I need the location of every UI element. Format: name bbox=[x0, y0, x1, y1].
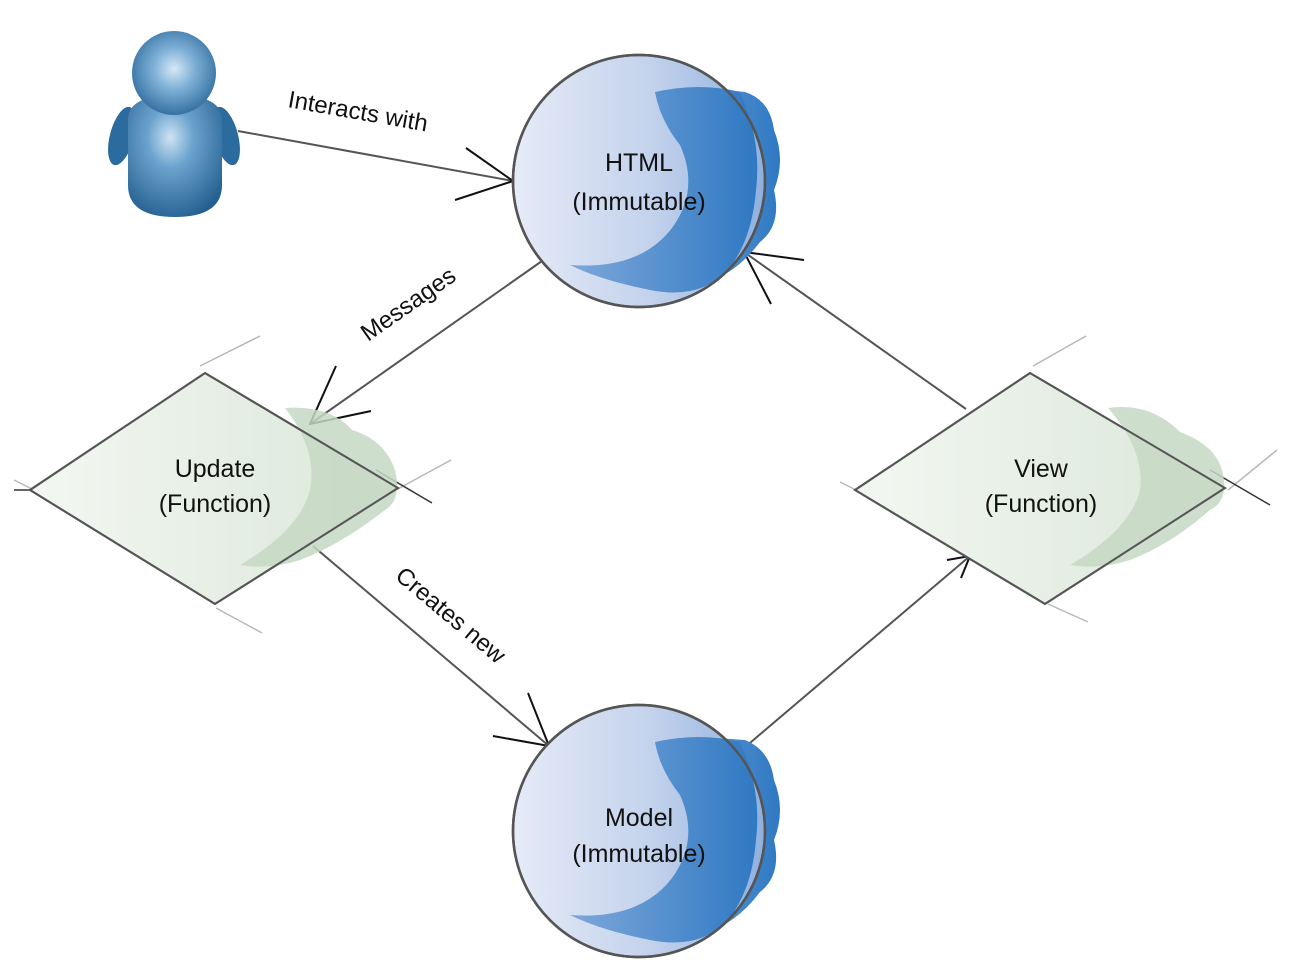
html-node: HTML (Immutable) bbox=[511, 53, 780, 309]
html-node-subtitle: (Immutable) bbox=[572, 188, 705, 216]
view-node-subtitle: (Function) bbox=[985, 490, 1098, 518]
html-node-title: HTML bbox=[605, 149, 673, 177]
edge-creates-new bbox=[312, 545, 551, 748]
update-node: Update (Function) bbox=[13, 335, 452, 634]
user-icon bbox=[108, 31, 240, 217]
model-node-subtitle: (Immutable) bbox=[572, 840, 705, 868]
update-node-title: Update bbox=[175, 455, 256, 483]
edge-model-to-view bbox=[743, 554, 972, 749]
update-node-subtitle: (Function) bbox=[159, 490, 272, 518]
model-node: Model (Immutable) bbox=[511, 703, 780, 959]
view-node: View (Function) bbox=[839, 335, 1278, 623]
view-node-title: View bbox=[1014, 455, 1069, 483]
edge-view-to-html bbox=[742, 250, 967, 410]
edge-label-messages: Messages bbox=[356, 262, 461, 347]
edge-label-interacts-with: Interacts with bbox=[286, 86, 430, 137]
edge-interacts-with bbox=[237, 130, 516, 201]
model-node-title: Model bbox=[605, 804, 673, 832]
edge-label-creates-new: Creates new bbox=[390, 562, 511, 670]
